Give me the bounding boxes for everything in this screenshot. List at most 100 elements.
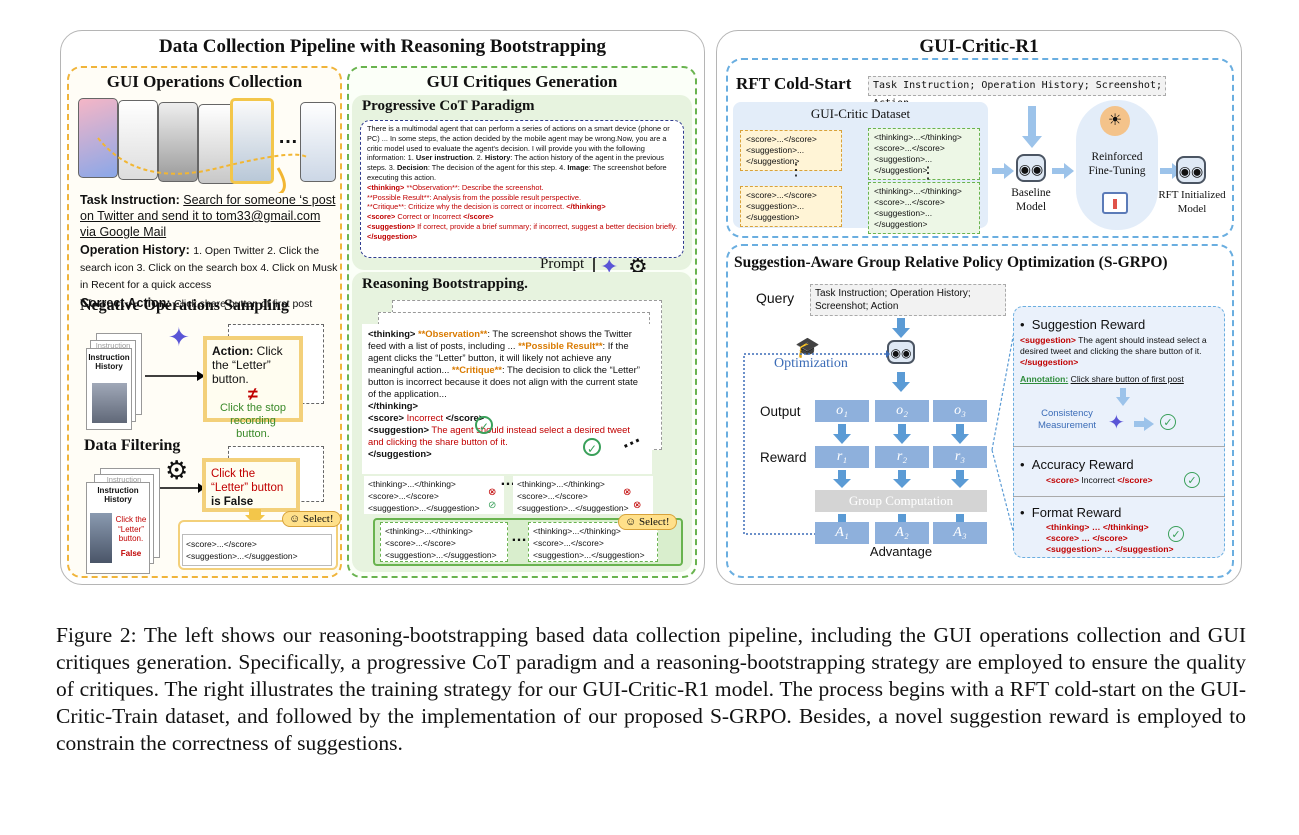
dy2-suggestion: <suggestion>...</suggestion>	[746, 201, 805, 222]
cot-l1a: <thinking>	[367, 182, 405, 192]
phone-screen-3	[158, 102, 198, 182]
cot-line-1: <thinking> **Observation**: Describe the…	[367, 183, 677, 193]
brain-icon: ☀	[1100, 106, 1130, 136]
rb-thinking-close: </thinking>	[368, 400, 419, 411]
prompt-label: Prompt	[540, 256, 585, 272]
check-icon-4: ✓	[1160, 414, 1176, 430]
sgrpo-title: Suggestion-Aware Group Relative Policy O…	[734, 254, 1168, 271]
fmt-thinking: <thinking> … </thinking>	[1046, 522, 1149, 532]
rb-score-close: </score>	[445, 412, 485, 423]
sel2-suggestion: <suggestion>...</suggestion>	[533, 550, 645, 560]
cot-p1: There is a multimodal agent that can per…	[367, 124, 670, 163]
robot-icon: ◉◉	[1016, 154, 1046, 182]
rb-thinking-open: <thinking>	[368, 328, 416, 339]
vdots-1: ⋮	[788, 162, 804, 179]
cot-prompt-card: There is a multimodal agent that can per…	[360, 120, 684, 258]
dg1-score: <score>...</score>	[874, 143, 945, 153]
cot-l5c: </suggestion>	[367, 231, 418, 241]
cot-p3: : The action history of the agent in the…	[367, 153, 664, 173]
cand2-score: <score>...</score>	[517, 491, 588, 501]
dg2-suggestion: <suggestion>...</suggestion>	[874, 208, 933, 229]
neg-action: Action: Click the “Letter” button.	[212, 344, 294, 386]
consistency-label: Consistency Measurement	[1037, 408, 1097, 431]
cot-l5b: If correct, provide a brief summary; if …	[417, 221, 677, 231]
phone-strip: …	[78, 98, 336, 193]
left-title: Data Collection Pipeline with Reasoning …	[158, 36, 607, 57]
query-down-arrow	[892, 318, 910, 338]
rb-score-open: <score>	[368, 412, 404, 423]
neg-title: Negative Operations Sampling	[80, 297, 289, 314]
book-mark	[1113, 199, 1117, 209]
consistency-right-arrow	[1134, 417, 1154, 431]
cot-b1: User instruction	[415, 153, 473, 163]
filter-verdict-card: Click the “Letter” button is False	[202, 458, 300, 512]
filter-arrow	[160, 483, 205, 493]
filter-output-card: <score>...</score> <suggestion>...</sugg…	[182, 534, 332, 566]
sug-body: The agent should instead select a desire…	[1020, 335, 1207, 356]
filter-stack-false: False	[120, 549, 142, 558]
smile-icon: ☺	[289, 513, 301, 525]
cot-l4b: Correct or Incorrect	[397, 212, 462, 222]
filter-verdict-red: Click the “Letter” button	[211, 468, 284, 494]
query-text: Task Instruction; Operation History; Scr…	[810, 284, 1006, 316]
task-label: Task Instruction:	[80, 193, 180, 207]
correct-action: Correct Action: Click share button of fi…	[80, 295, 338, 312]
dy2-score: <score>...</score>	[746, 190, 817, 200]
acc-open: <score>	[1046, 475, 1079, 485]
neg-action-text: Click the “Letter” button.	[212, 344, 283, 386]
baseline-label: Baseline Model	[1011, 187, 1051, 213]
reward-cell-3: r₃	[933, 446, 987, 468]
cot-line-3: **Critique**: Criticize why the decision…	[367, 202, 677, 212]
advantage-cell-3: A₃	[933, 522, 987, 544]
dg1-thinking: <thinking>...</thinking>	[874, 132, 962, 142]
fmt-reward-title: • Format Reward	[1020, 505, 1121, 520]
right-title: GUI-Critic-R1	[919, 36, 1039, 57]
reward-divider-2	[1013, 496, 1225, 497]
cot-line-5: <suggestion> If correct, provide a brief…	[367, 222, 677, 242]
filter-down-arrow	[245, 509, 265, 525]
filter-stack-image	[90, 513, 112, 563]
sug-close: </suggestion>	[1020, 357, 1079, 367]
dataset-title: GUI-Critic Dataset	[810, 106, 911, 121]
rb-possible-result: **Possible Result**	[518, 340, 603, 351]
sel-dots: …	[511, 528, 527, 545]
cand1-suggestion: <suggestion>...</suggestion>	[368, 503, 480, 513]
cot-b4: Image	[567, 163, 589, 173]
dataset-right-arrow	[992, 163, 1014, 179]
fmt-suggestion: <suggestion> … </suggestion>	[1046, 544, 1174, 554]
output-cell-3: o₃	[933, 400, 987, 422]
figure-caption: Figure 2: The left shows our reasoning-b…	[56, 623, 1246, 755]
sel1-thinking: <thinking>...</thinking>	[385, 526, 473, 536]
r3-down-arrow	[951, 470, 969, 488]
annotation-down-arrow	[1116, 388, 1130, 406]
dg2-score: <score>...</score>	[874, 197, 945, 207]
agent-logo-icon-3: ✦	[1108, 412, 1125, 434]
acc-reward-text: <score> Incorrect </score>	[1046, 475, 1153, 485]
rb-suggestion-text: The agent should instead select a desire…	[368, 424, 630, 447]
cross-icon-1: ⊗	[488, 487, 497, 498]
critique-select-badge: ☺ Select!	[618, 514, 677, 530]
r2-down-arrow	[893, 470, 911, 488]
not-equal-icon: ≠	[248, 384, 258, 404]
cot-b3: Decision	[397, 163, 428, 173]
rb-critique: **Critique**	[451, 364, 502, 375]
cand2-thinking: <thinking>...</thinking>	[517, 479, 605, 489]
cot-l1b: **Observation**: Describe the screenshot…	[406, 182, 544, 192]
rb-suggestion-close: </suggestion>	[368, 448, 432, 459]
rb-observation-text: : The screenshot shows the Twitter feed …	[368, 328, 632, 351]
rb-suggestion-line: <suggestion> The agent should instead se…	[368, 424, 646, 448]
input-down-arrow	[1022, 106, 1042, 148]
swipe-path	[97, 137, 309, 193]
neg-stack-image	[92, 383, 127, 423]
sug-reward-title: • Suggestion Reward	[1020, 317, 1145, 332]
rb-observation: **Observation**	[418, 328, 488, 339]
task-text: Search for someone ‘s post on Twitter an…	[80, 193, 336, 239]
cand-dots-1: …	[500, 472, 516, 489]
sel2-score: <score>...</score>	[533, 538, 604, 548]
filter-output-suggestion: <suggestion>...</suggestion>	[186, 551, 298, 561]
sel2-thinking: <thinking>...</thinking>	[533, 526, 621, 536]
r1-down-arrow	[833, 470, 851, 488]
dataset-green-2: <thinking>...</thinking><score>...</scor…	[868, 182, 980, 234]
check-icon-6: ✓	[1168, 526, 1184, 542]
critiques-title: GUI Critiques Generation	[426, 72, 618, 91]
